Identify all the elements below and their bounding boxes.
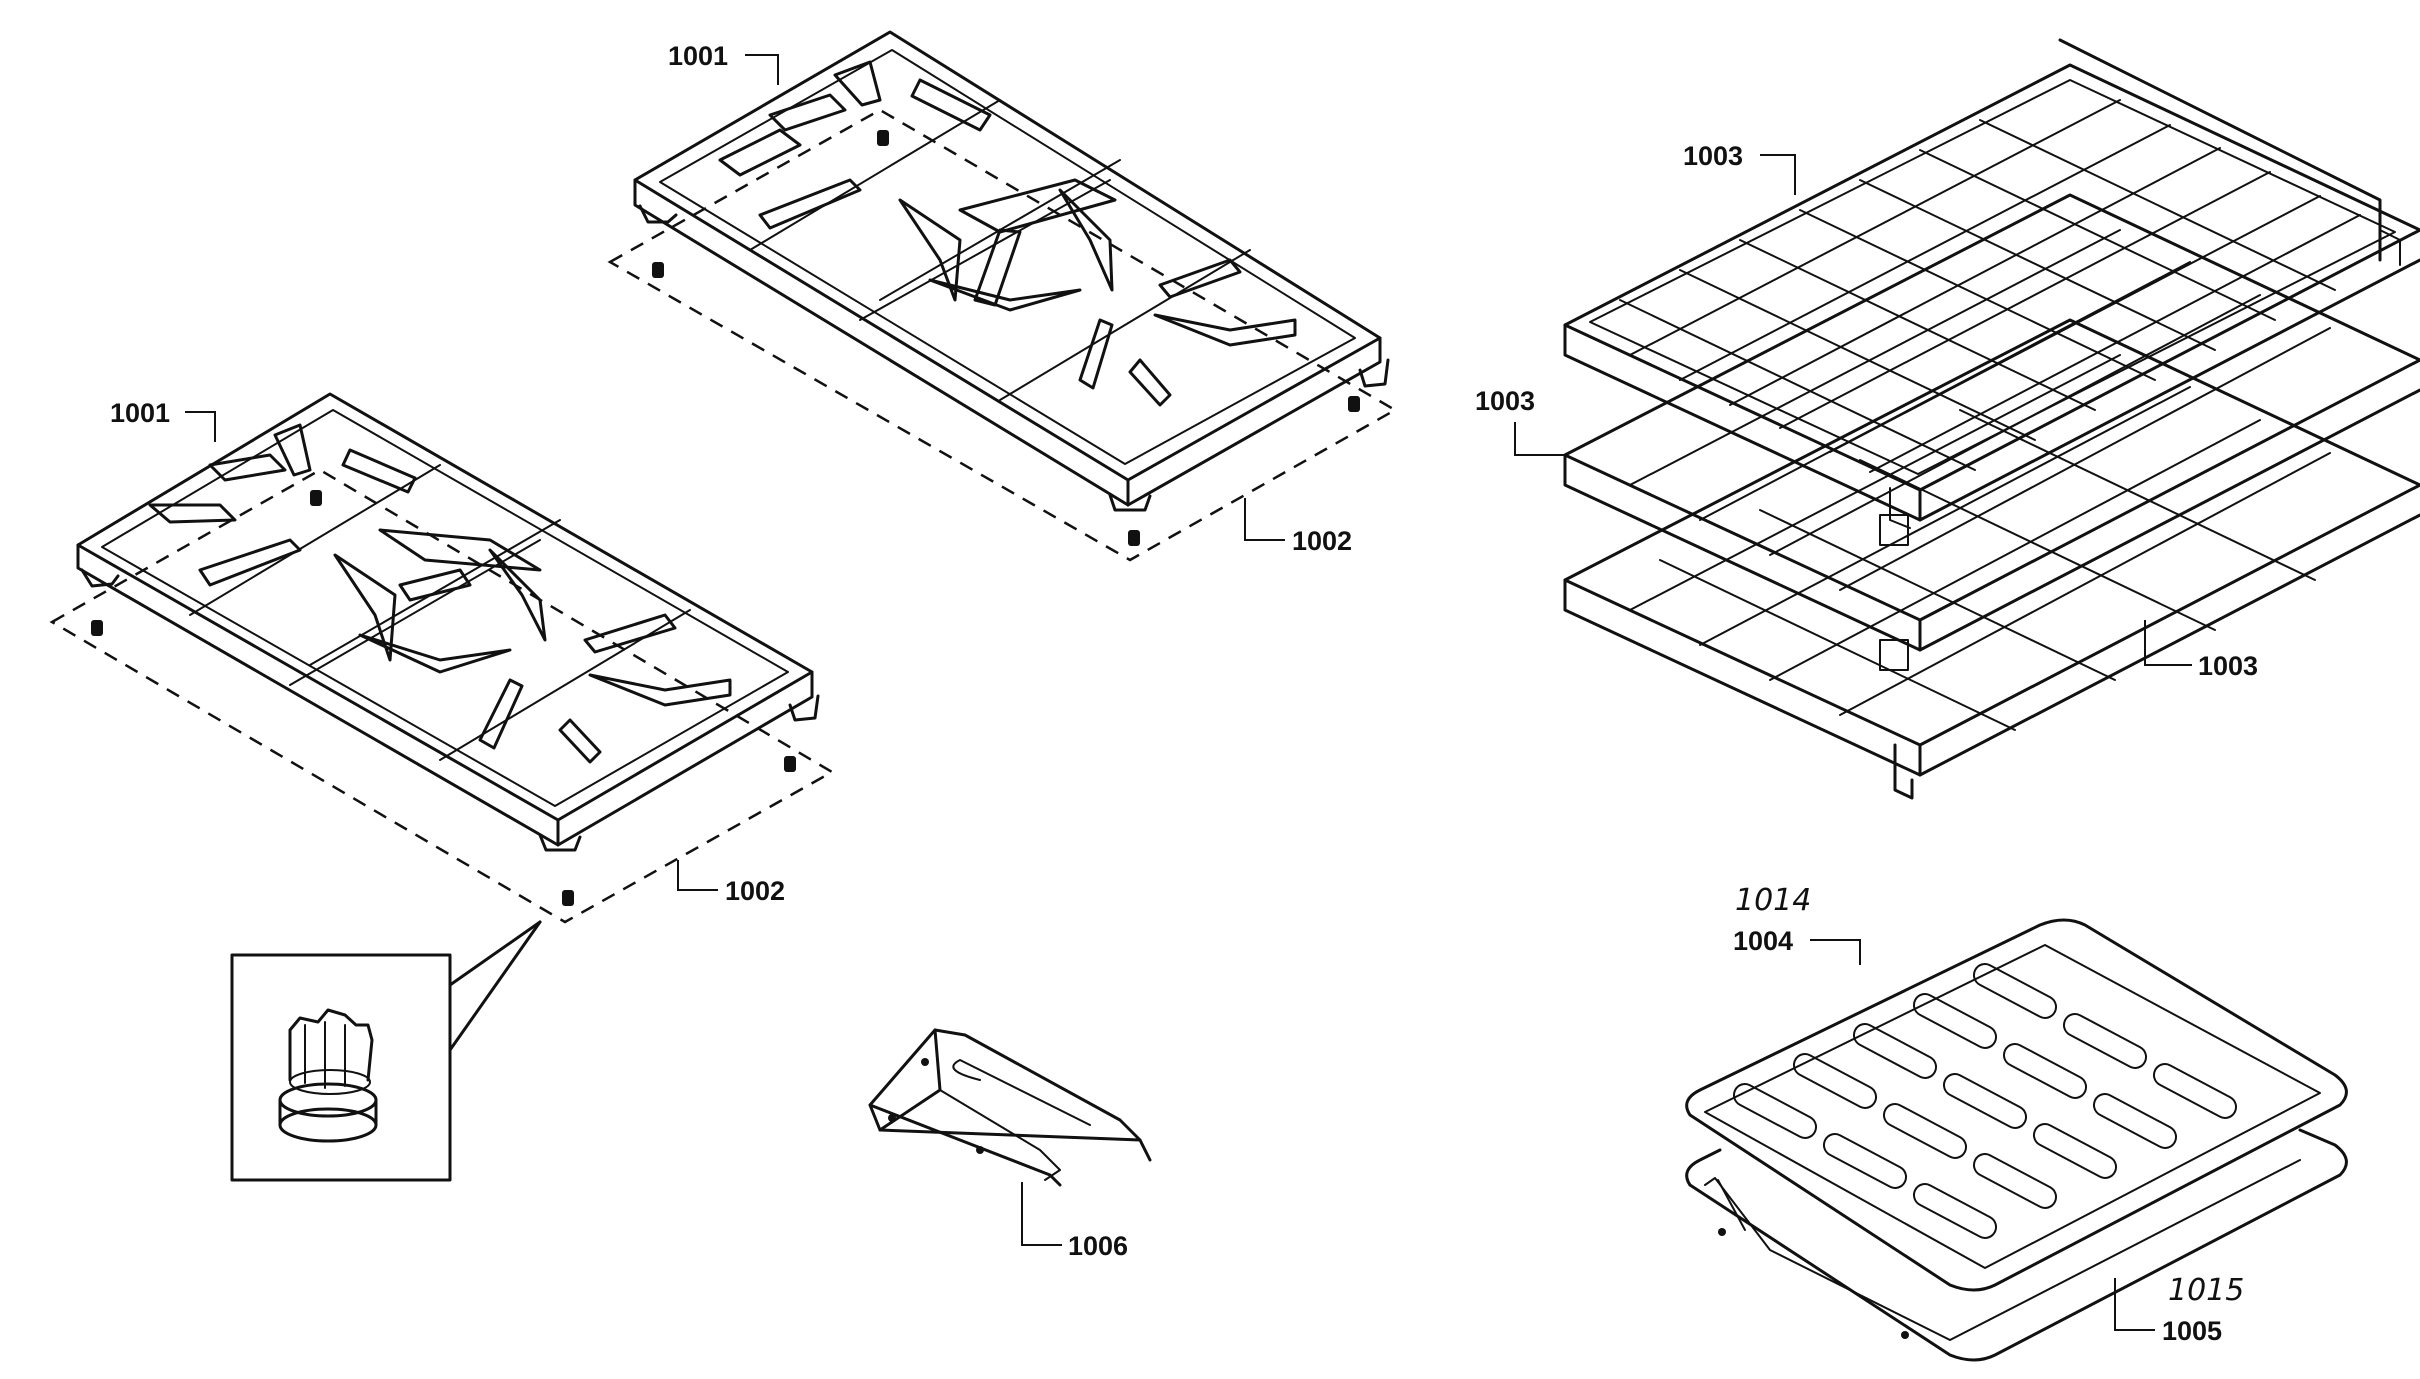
foot-detail-callout[interactable] (230, 920, 542, 1182)
handwritten-label-1015: 1015 (2168, 1273, 2244, 1308)
handwritten-label-1014: 1014 (1735, 883, 1811, 918)
broil-pan[interactable] (1685, 1128, 2348, 1362)
label-1002-top: 1002 (1292, 526, 1352, 556)
label-1001-top: 1001 (668, 41, 728, 71)
label-1006: 1006 (1068, 1231, 1128, 1261)
oven-rack-upper-wires (1619, 99, 2361, 473)
label-1003-lower: 1003 (2198, 651, 2258, 681)
grate-left-feet-outline (49, 468, 835, 924)
label-1003-middle: 1003 (1475, 386, 1535, 416)
oven-rack-middle[interactable] (1563, 193, 2420, 652)
grate-top[interactable] (633, 30, 1390, 512)
oven-rack-lower[interactable] (1563, 318, 2420, 800)
label-1003-upper: 1003 (1683, 141, 1743, 171)
label-1005: 1005 (2162, 1316, 2222, 1346)
label-1002-left: 1002 (725, 876, 785, 906)
bracket[interactable] (868, 1028, 1152, 1187)
label-1004: 1004 (1733, 926, 1793, 956)
broil-insert-slots (1732, 963, 2238, 1239)
oven-rack-upper[interactable] (1563, 38, 2420, 529)
grate-left[interactable] (76, 392, 820, 852)
label-1001-left: 1001 (110, 398, 170, 428)
grate-top-feet-outline (607, 108, 1398, 562)
broil-insert[interactable] (1685, 918, 2348, 1292)
